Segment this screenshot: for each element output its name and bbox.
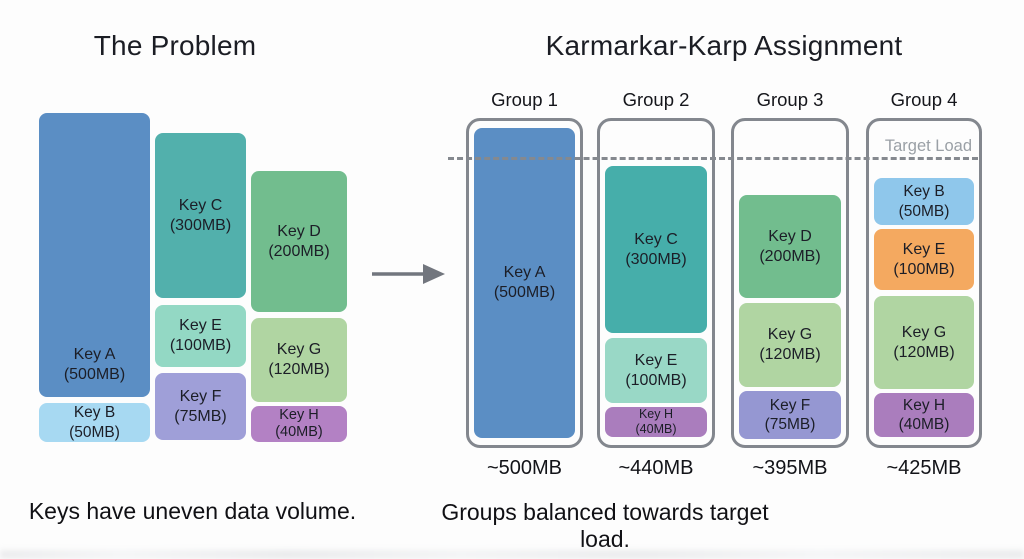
block-size: (500MB)	[493, 284, 556, 301]
group2-key-e: Key E (100MB)	[605, 338, 707, 403]
block-size: (120MB)	[759, 346, 821, 363]
block-size: (120MB)	[893, 343, 955, 361]
block-size: (75MB)	[174, 407, 227, 425]
assignment-caption: Groups balanced towards target load.	[441, 499, 769, 552]
key-block-b: Key B (50MB)	[39, 403, 150, 442]
block-size: (300MB)	[625, 250, 687, 268]
group1-key-a: Key A (500MB)	[474, 128, 575, 438]
block-label: Key E	[179, 317, 222, 334]
problem-title: The Problem	[93, 30, 257, 61]
group3-key-g: Key G (120MB)	[739, 303, 841, 387]
group3-key-f: Key F (75MB)	[739, 391, 841, 439]
group-3-container	[731, 118, 849, 448]
key-block-g: Key G (120MB)	[251, 318, 347, 402]
group-1-label: Group 1	[491, 89, 558, 110]
block-label: Key G	[767, 326, 813, 343]
block-size: (75MB)	[764, 416, 816, 433]
group-1-container	[466, 118, 583, 448]
block-label: Key G	[901, 323, 947, 341]
block-size: (40MB)	[275, 424, 323, 440]
problem-caption: Keys have uneven data volume.	[28, 498, 357, 524]
key-block-d: Key D (200MB)	[251, 171, 347, 312]
block-label: Key B	[903, 183, 945, 201]
group-1-total: ~500MB	[486, 457, 563, 479]
arrow-right-icon	[372, 264, 445, 284]
block-size: (200MB)	[268, 242, 330, 260]
block-size: (100MB)	[169, 337, 232, 354]
block-label: Key H	[902, 396, 946, 414]
group2-key-h: Key H (40MB)	[605, 407, 707, 437]
block-label: Key H	[279, 406, 319, 423]
block-label: Key G	[276, 341, 322, 358]
block-label: Key D	[277, 222, 321, 240]
bottom-crop-artifact	[0, 550, 1024, 559]
group4-key-h: Key H (40MB)	[874, 393, 974, 437]
key-block-c: Key C (300MB)	[155, 133, 246, 298]
key-block-e: Key E (100MB)	[155, 305, 246, 367]
block-size: (300MB)	[169, 216, 232, 234]
block-size: (100MB)	[625, 371, 687, 389]
block-size: (40MB)	[635, 422, 677, 436]
group4-key-b: Key B (50MB)	[874, 178, 974, 225]
block-label: Key A	[73, 346, 116, 363]
block-label: Key C	[634, 230, 678, 248]
block-label: Key E	[902, 240, 946, 258]
block-label: Key H	[638, 407, 674, 421]
group-3-label: Group 3	[756, 89, 824, 110]
block-size: (500MB)	[63, 366, 126, 383]
block-size: (120MB)	[268, 361, 330, 378]
block-label: Key D	[768, 227, 812, 245]
group-3-total: ~395MB	[752, 457, 828, 479]
block-size: (200MB)	[759, 247, 821, 265]
block-size: (40MB)	[898, 416, 950, 433]
block-size: (50MB)	[69, 423, 120, 441]
block-label: Key F	[179, 387, 222, 405]
block-label: Key B	[73, 404, 116, 422]
assignment-title: Karmarkar-Karp Assignment	[545, 30, 903, 61]
key-block-a: Key A (500MB)	[39, 113, 150, 397]
block-label: Key F	[769, 396, 811, 414]
block-size: (100MB)	[893, 260, 955, 278]
group3-key-d: Key D (200MB)	[739, 195, 841, 298]
block-size: (50MB)	[898, 202, 950, 220]
block-label: Key C	[178, 196, 223, 214]
group4-key-g: Key G (120MB)	[874, 296, 974, 389]
block-label: Key A	[503, 264, 546, 281]
group-4-label: Group 4	[890, 89, 958, 110]
group2-key-c: Key C (300MB)	[605, 166, 707, 333]
block-label: Key E	[634, 351, 678, 369]
key-block-f: Key F (75MB)	[155, 373, 246, 440]
group-4-total: ~425MB	[886, 457, 962, 479]
target-load-label: Target Load	[884, 137, 972, 155]
group-2-total: ~440MB	[618, 457, 694, 479]
group-2-label: Group 2	[622, 89, 690, 110]
group4-key-e: Key E (100MB)	[874, 229, 974, 290]
target-load-line	[448, 157, 978, 160]
group-4-container	[866, 118, 982, 448]
key-block-h: Key H (40MB)	[251, 406, 347, 442]
group-2-container	[597, 118, 715, 448]
